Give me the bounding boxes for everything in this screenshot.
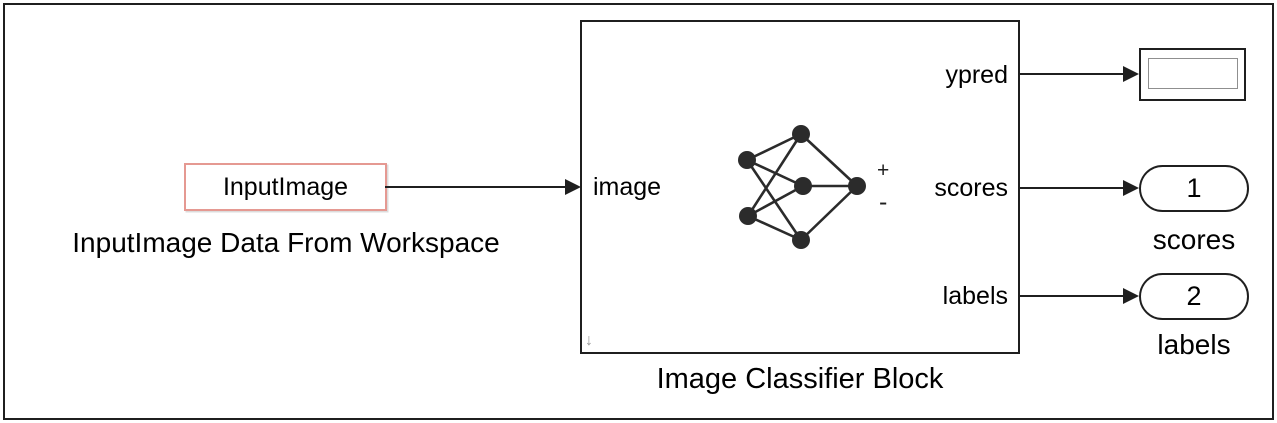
canvas-border (3, 3, 1274, 420)
input-port-label-image: image (593, 173, 662, 201)
output-port-label-ypred: ypred (945, 61, 1008, 89)
wire-labels-signal[interactable] (1018, 295, 1124, 297)
outport-labels-block[interactable]: 2 (1139, 273, 1249, 320)
outport-scores-number: 1 (1186, 173, 1202, 203)
image-classifier-caption[interactable]: Image Classifier Block (656, 363, 944, 395)
output-port-label-scores: scores (934, 174, 1008, 202)
display-block[interactable] (1139, 48, 1246, 101)
nn-minus-label: - (879, 188, 888, 216)
arrowhead-ypred-icon (1123, 66, 1139, 82)
wire-scores-signal[interactable] (1018, 187, 1124, 189)
nn-plus-label: + (877, 159, 890, 182)
resize-arrow-icon: ↓ (585, 332, 593, 349)
arrowhead-labels-icon (1123, 288, 1139, 304)
outport-labels-number: 2 (1186, 281, 1202, 311)
from-workspace-label: InputImage (222, 172, 349, 201)
arrowhead-image-icon (565, 179, 581, 195)
wire-image-signal[interactable] (385, 186, 567, 188)
neural-network-icon (738, 125, 866, 249)
wire-ypred-signal[interactable] (1018, 73, 1124, 75)
image-classifier-block[interactable] (580, 20, 1020, 354)
outport-scores-caption[interactable]: scores (1152, 224, 1236, 255)
outport-labels-caption[interactable]: labels (1157, 329, 1231, 360)
from-workspace-block[interactable]: InputImage (184, 163, 387, 211)
from-workspace-caption[interactable]: InputImage Data From Workspace (72, 227, 500, 258)
output-port-label-labels: labels (942, 282, 1008, 310)
display-value-area (1148, 58, 1238, 89)
arrowhead-scores-icon (1123, 180, 1139, 196)
outport-scores-block[interactable]: 1 (1139, 165, 1249, 212)
